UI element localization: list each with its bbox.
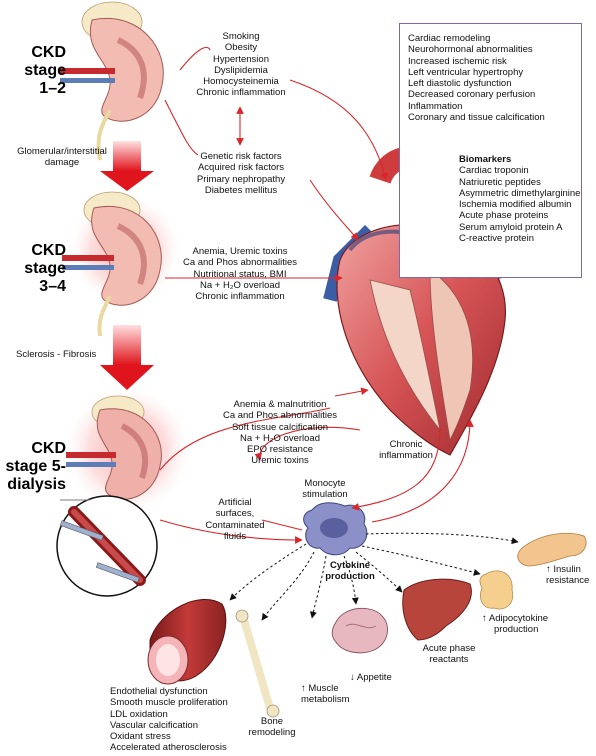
dialysis-access-inset — [56, 495, 158, 597]
pancreas-illustration — [517, 532, 587, 567]
arrow-stage5-to-heart — [334, 387, 369, 397]
arrow-traditional-to-heart — [289, 79, 389, 181]
adipose-illustration — [479, 570, 514, 610]
traditional-risk-list: Smoking Obesity Hypertension Dyslipidemi… — [196, 31, 286, 99]
appetite-label: ↓ Appetite — [350, 672, 392, 683]
monocyte-illustration — [303, 502, 368, 556]
stage5-factor-list: Anemia & malnutrition Ca and Phos abnorm… — [222, 399, 338, 467]
progression-arrow-2 — [100, 325, 154, 390]
cardiac-outcome-list: Cardiac remodeling Neurohormonal abnorma… — [408, 33, 545, 124]
biomarker-list: Biomarkers Cardiac troponin Natriuretic … — [459, 154, 581, 245]
arrow-stage5-line — [159, 407, 331, 471]
stage34-factor-list: Anemia, Uremic toxins Ca and Phos abnorm… — [182, 246, 298, 303]
other-risk-list: Genetic risk factors Acquired risk facto… — [196, 151, 286, 196]
arrow-kidney1-line2 — [164, 99, 199, 156]
kidney-stage1-illustration — [60, 1, 164, 161]
artery-illustration — [147, 599, 227, 685]
arrow-inflammation-loop — [254, 426, 361, 461]
liver-illustration — [402, 578, 472, 641]
arrow-monocyte-to-heart — [371, 419, 474, 523]
kidney-stage2-illustration — [62, 191, 183, 337]
brain-illustration — [331, 607, 389, 654]
arrow-genetic-to-heart — [309, 179, 359, 241]
transition-sclerosis: Sclerosis - Fibrosis — [16, 349, 97, 360]
arrow-kidney1-line — [179, 46, 211, 71]
biomarkers-title: Biomarkers — [459, 154, 512, 165]
vascular-effect-list: Endothelial dysfunction Smooth muscle pr… — [110, 686, 228, 754]
progression-arrow-1 — [100, 141, 154, 191]
bone-illustration — [235, 609, 280, 718]
arrow-artificial-to-monocyte — [261, 519, 303, 531]
cytokine-arrows — [229, 532, 519, 621]
arrow-inflammation-to-monocyte — [351, 427, 441, 511]
cardiac-outcomes-box: Cardiac remodeling Neurohormonal abnorma… — [399, 23, 582, 278]
kidney-stage3-illustration — [62, 384, 194, 516]
arrow-dialysis-to-monocyte — [159, 519, 303, 544]
